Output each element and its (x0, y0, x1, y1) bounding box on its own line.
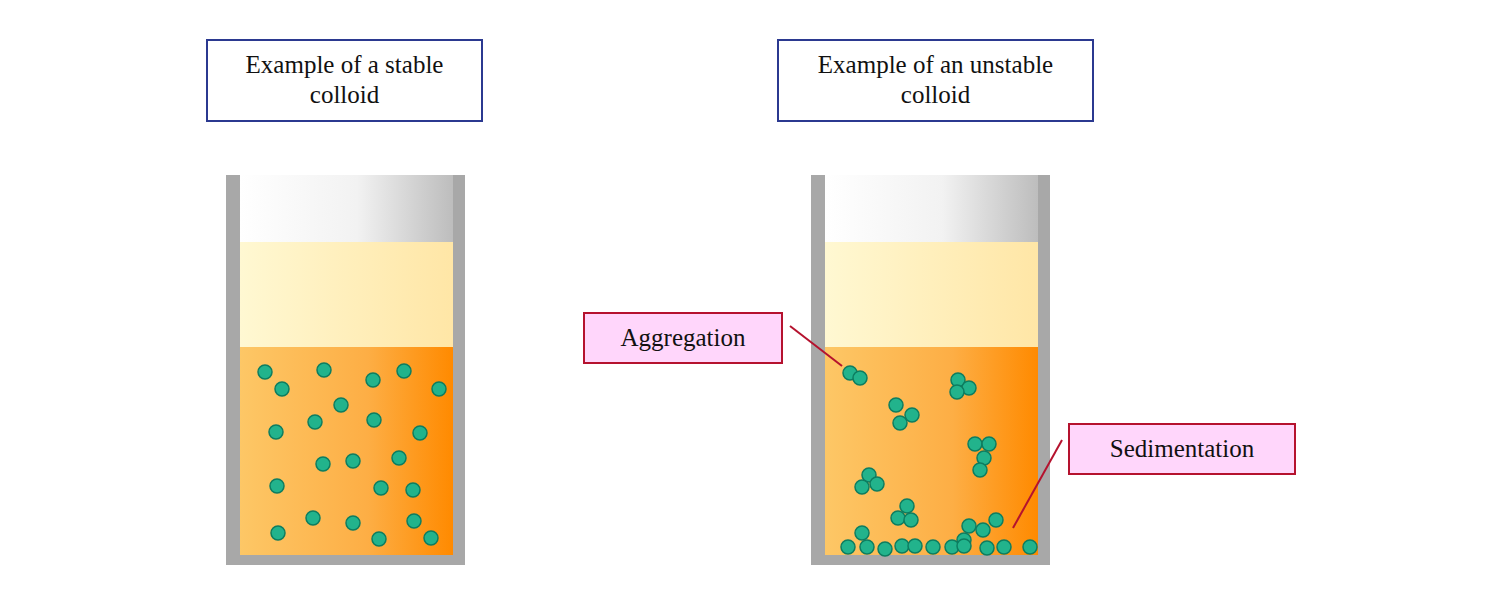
title-box: Example of a stable colloid (206, 39, 483, 122)
particle (870, 477, 884, 491)
particle (950, 385, 964, 399)
particle (407, 514, 421, 528)
particle (973, 463, 987, 477)
particle (270, 479, 284, 493)
pale-liquid (240, 242, 453, 348)
leader-line (1013, 440, 1062, 528)
particle (900, 499, 914, 513)
particle (980, 541, 994, 555)
beaker-wall (811, 175, 1050, 565)
particle (374, 481, 388, 495)
particle (308, 415, 322, 429)
callout-box: Aggregation (583, 312, 783, 364)
beaker-wall (226, 175, 465, 565)
particle (406, 483, 420, 497)
box-text: Example of a stable colloid (218, 50, 471, 110)
particle (853, 371, 867, 385)
particle (1023, 540, 1037, 554)
particle (317, 363, 331, 377)
particle (962, 519, 976, 533)
particle (316, 457, 330, 471)
pale-liquid (825, 242, 1038, 348)
particle (346, 516, 360, 530)
particle (271, 526, 285, 540)
colloid-liquid (240, 347, 453, 555)
particle (269, 425, 283, 439)
particle (367, 413, 381, 427)
leader-line (790, 326, 842, 366)
particle (895, 539, 909, 553)
particle (424, 531, 438, 545)
particle (904, 513, 918, 527)
particle (893, 416, 907, 430)
particle (982, 437, 996, 451)
beaker-air (825, 175, 1038, 555)
particle (392, 451, 406, 465)
particle (306, 511, 320, 525)
particle (976, 523, 990, 537)
particles (258, 363, 1037, 556)
particle (346, 454, 360, 468)
particle (889, 398, 903, 412)
particle (372, 532, 386, 546)
box-text: Example of an unstable colloid (789, 50, 1082, 110)
callout-box: Sedimentation (1068, 423, 1296, 475)
particle (366, 373, 380, 387)
particle (891, 511, 905, 525)
particle (275, 382, 289, 396)
particle (855, 480, 869, 494)
box-text: Aggregation (621, 323, 746, 353)
particle (997, 540, 1011, 554)
particle (926, 540, 940, 554)
particle (968, 437, 982, 451)
particle (841, 540, 855, 554)
particle (989, 513, 1003, 527)
particle (258, 365, 272, 379)
particle (334, 398, 348, 412)
particle (957, 539, 971, 553)
particle (432, 382, 446, 396)
colloid-liquid (825, 347, 1038, 555)
beaker (226, 175, 465, 565)
particle (878, 542, 892, 556)
particle (397, 364, 411, 378)
particle (413, 426, 427, 440)
beaker-air (240, 175, 453, 555)
box-text: Sedimentation (1110, 434, 1254, 464)
particle (860, 540, 874, 554)
title-box: Example of an unstable colloid (777, 39, 1094, 122)
particle (908, 539, 922, 553)
particle (855, 526, 869, 540)
beaker (811, 175, 1050, 565)
